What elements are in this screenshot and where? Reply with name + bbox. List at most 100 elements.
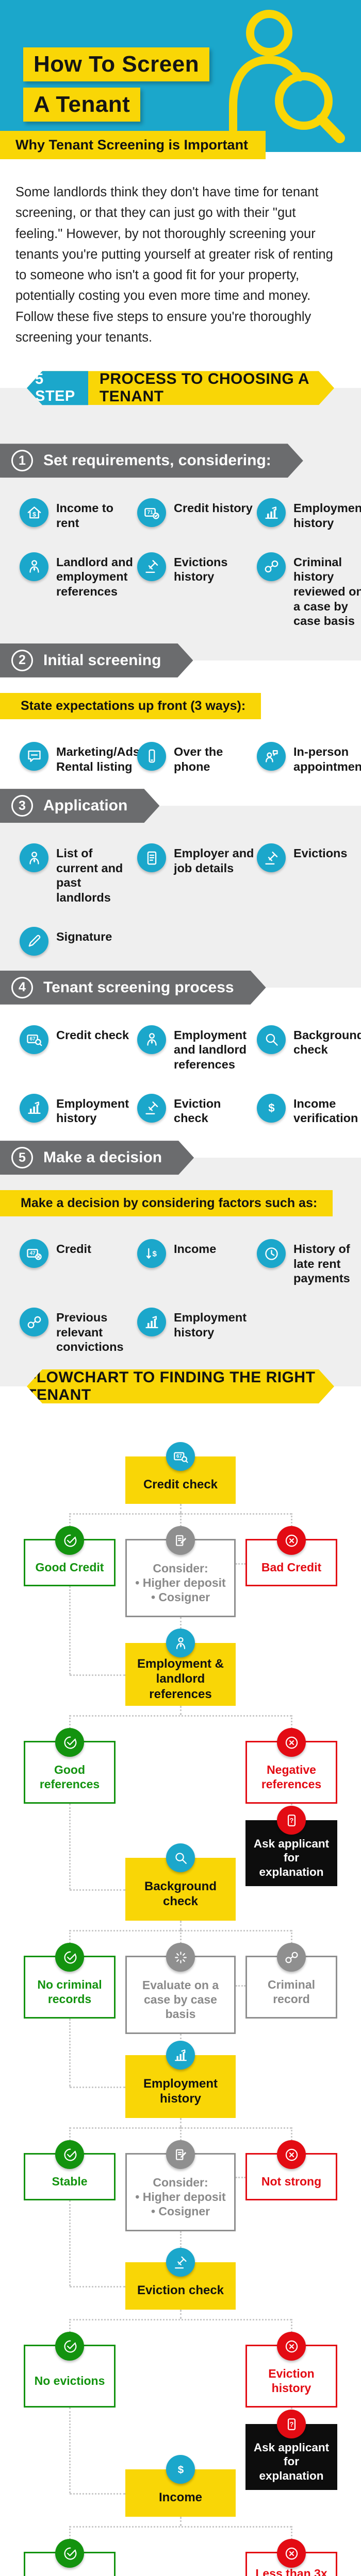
step-items: $ Income to rent 71 Credit history Emplo… <box>0 493 361 660</box>
flow-node-3x-income: 3x income to rent <box>24 2539 116 2576</box>
spinner-icon <box>166 1943 195 1972</box>
svg-text:$: $ <box>177 2464 184 2476</box>
list-item: Signature <box>20 926 137 956</box>
phone-icon <box>137 741 166 771</box>
connector <box>70 1889 125 1891</box>
cross-icon <box>277 2539 306 2568</box>
flow-node-criminal-record: Criminal record <box>245 1943 337 2019</box>
handcuffs-icon <box>277 1943 306 1972</box>
connector <box>236 1985 245 1987</box>
question-icon: ? <box>277 1806 306 1835</box>
check-icon <box>55 1526 84 1555</box>
flowchart-banner-title: FLOWCHART TO FINDING THE RIGHT TENANT <box>27 1369 316 1403</box>
list-item: In-person appointment <box>257 741 361 774</box>
step-section: 5 Make a decision Make a decision by con… <box>0 1158 361 1386</box>
connector <box>69 2200 71 2286</box>
page-title: How To Screen A Tenant <box>23 47 210 122</box>
step-highlight: State expectations up front (3 ways): <box>0 692 261 719</box>
flow-node-eviction-check: Eviction check <box>125 2248 236 2310</box>
hero: How To Screen A Tenant Why Tenant Screen… <box>0 0 361 159</box>
list-item: Marketing/Ads/ Rental listing <box>20 741 143 774</box>
gavel-icon <box>257 843 286 873</box>
flow-node-income: $ Income <box>125 2455 236 2517</box>
connector <box>236 2177 245 2178</box>
list-item: Employer and job details <box>137 843 257 905</box>
document-icon <box>137 843 166 873</box>
clock-icon <box>257 1239 286 1268</box>
person-icon <box>137 1025 166 1054</box>
bar-chart-icon <box>20 1093 48 1123</box>
check-icon <box>55 1943 84 1972</box>
list-item: Background check <box>257 1025 361 1072</box>
step-items: 47 Credit $ Income History of late rent … <box>0 1234 361 1386</box>
connector <box>70 2493 125 2495</box>
page-title-line1: How To Screen <box>23 47 210 81</box>
flow-node-ask-explanation-2: ? Ask applicant for explanation <box>245 2410 337 2490</box>
gavel-icon <box>137 552 166 581</box>
list-item: Over the phone <box>137 741 257 774</box>
svg-text:?: ? <box>289 2420 293 2428</box>
step-number: 3 <box>11 795 33 817</box>
step-section: 3 Application List of current and past l… <box>0 806 361 988</box>
flow-node-consider-2: Consider:• Higher deposit• Cosigner <box>125 2140 236 2231</box>
gavel-icon <box>166 2248 195 2277</box>
list-item: Previous relevant convictions <box>20 1308 137 1354</box>
flow-node-not-strong: Not strong <box>245 2140 337 2200</box>
flowchart-section: 67 Credit check Good Credit Consider:• H… <box>0 1386 361 2576</box>
list-item: $ Income to rent <box>20 498 137 530</box>
connector <box>70 2526 291 2528</box>
connector <box>70 1715 291 1717</box>
dollar-icon: $ <box>166 2455 195 2484</box>
intro-paragraph: Some landlords think they don't have tim… <box>15 185 333 345</box>
cross-icon <box>277 2140 306 2169</box>
list-item: Employment history <box>257 498 361 530</box>
cross-icon <box>277 1526 306 1555</box>
bar-chart-icon <box>137 1308 166 1337</box>
step-banner: 3 Application <box>0 789 159 823</box>
flow-node-background-check: Background check <box>125 1843 236 1921</box>
chat-icon <box>20 741 48 771</box>
check-icon <box>55 1728 84 1757</box>
flow-node-stable: Stable <box>24 2140 116 2200</box>
list-item: 71 Credit history <box>137 498 257 530</box>
list-item: Evictions <box>257 843 356 905</box>
flow-node-consider-1: Consider:• Higher deposit• Cosigner <box>125 1526 236 1617</box>
flow-node-credit-check: 67 Credit check <box>125 1442 236 1504</box>
list-item: History of late rent payments <box>257 1239 356 1286</box>
list-item: Criminal history reviewed on a case by c… <box>257 552 361 629</box>
step-number: 4 <box>11 977 33 998</box>
step-section: 2 Initial screening State expectations u… <box>0 660 361 806</box>
connector <box>179 1706 182 1715</box>
connector <box>179 2310 182 2319</box>
list-item: Landlord and employment references <box>20 552 137 629</box>
connector <box>69 2408 71 2493</box>
step-banner: 2 Initial screening <box>0 643 193 677</box>
flow-node-no-evictions: No evictions <box>24 2332 116 2408</box>
credit-search-icon: 67 <box>20 1025 48 1054</box>
flow-node-good-references: Good references <box>24 1728 116 1804</box>
list-item: Employment history <box>20 1093 137 1126</box>
handcuffs-icon <box>257 552 286 581</box>
list-item: Employment and landlord references <box>137 1025 257 1072</box>
flow-node-ask-explanation-1: ? Ask applicant for explanation <box>245 1806 337 1886</box>
step-banner: 5 Make a decision <box>0 1141 194 1175</box>
flow-node-employment-references: Employment & landlord references <box>125 1629 236 1706</box>
gavel-icon <box>137 1093 166 1123</box>
list-item: Employment history <box>137 1308 257 1354</box>
list-item: Eviction check <box>137 1093 257 1126</box>
cross-icon <box>277 2332 306 2361</box>
bar-chart-icon <box>257 498 286 528</box>
connector <box>70 2319 291 2320</box>
question-icon: ? <box>277 2410 306 2438</box>
handcuffs-icon <box>20 1308 48 1337</box>
check-icon <box>55 2539 84 2568</box>
step-title: Initial screening <box>43 651 161 669</box>
flowchart-banner: FLOWCHART TO FINDING THE RIGHT TENANT <box>27 1369 334 1403</box>
intro-section: Some landlords think they don't have tim… <box>0 152 361 388</box>
edit-doc-icon <box>166 1526 195 1555</box>
step-highlight: Make a decision by considering factors s… <box>0 1190 333 1217</box>
step-title: Application <box>43 797 128 815</box>
list-item: Evictions history <box>137 552 257 629</box>
svg-text:47: 47 <box>29 1250 36 1256</box>
